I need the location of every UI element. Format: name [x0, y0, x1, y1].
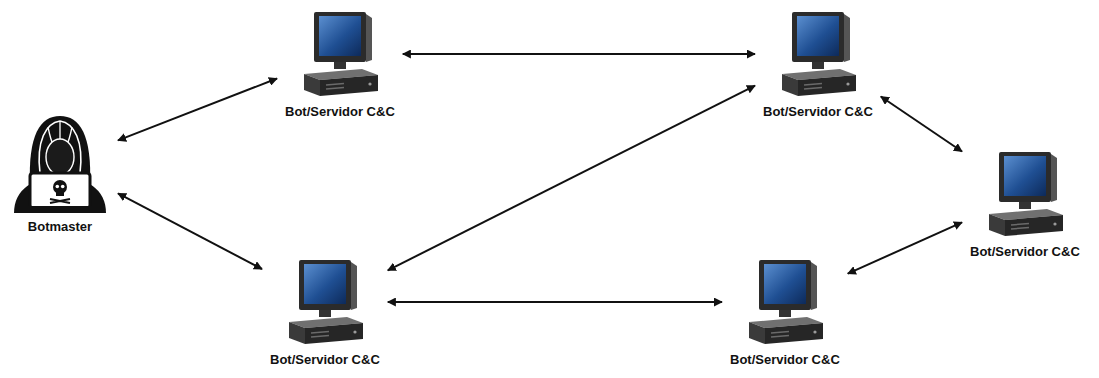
bot-node: Bot/Servidor C&C: [266, 258, 384, 368]
icon-shape: [782, 12, 856, 96]
connector-arrow: [118, 193, 262, 269]
node-label: Bot/Servidor C&C: [763, 104, 873, 120]
bot-node: Bot/Servidor C&C: [966, 150, 1084, 260]
connector-arrow: [388, 301, 722, 303]
bot-node: Bot/Servidor C&C: [281, 10, 399, 120]
connector-arrow: [388, 86, 755, 271]
bot-node: Bot/Servidor C&C: [726, 258, 844, 368]
bot-node: Bot/Servidor C&C: [759, 10, 877, 120]
connector-arrow: [881, 97, 962, 152]
connector-arrow: [848, 222, 962, 273]
botmaster-node: Botmaster: [6, 113, 114, 235]
node-label: Bot/Servidor C&C: [730, 352, 840, 368]
hacker-icon: [10, 113, 110, 213]
node-label: Bot/Servidor C&C: [970, 244, 1080, 260]
icon-shape: [304, 12, 378, 96]
computer-icon: [985, 150, 1065, 238]
icon-shape: [749, 260, 823, 344]
connector-arrow: [403, 53, 755, 55]
connector-arrow: [118, 78, 277, 140]
computer-icon: [285, 258, 365, 346]
node-label: Bot/Servidor C&C: [285, 104, 395, 120]
node-label: Bot/Servidor C&C: [270, 352, 380, 368]
computer-icon: [300, 10, 380, 98]
computer-icon: [778, 10, 858, 98]
node-label: Botmaster: [28, 219, 92, 235]
icon-shape: [14, 116, 106, 213]
computer-icon: [745, 258, 825, 346]
icon-shape: [289, 260, 363, 344]
icon-shape: [989, 152, 1063, 236]
